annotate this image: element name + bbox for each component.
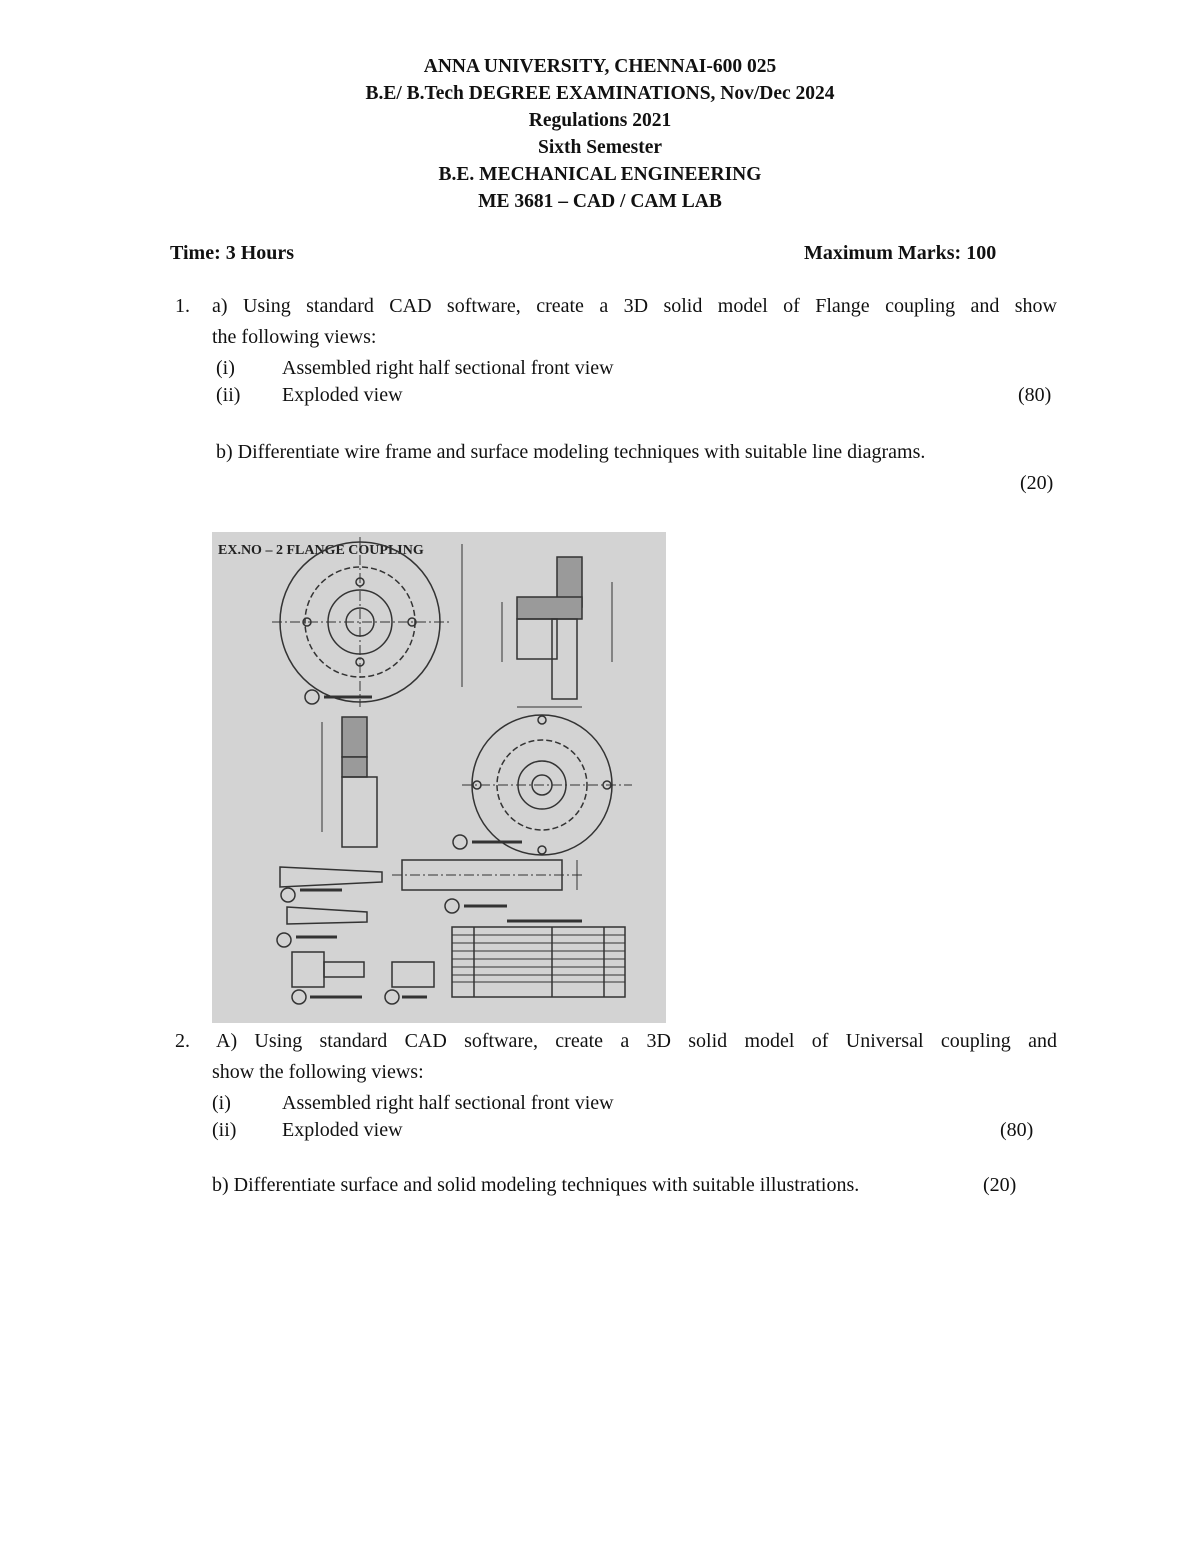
question-text: b) Differentiate surface and solid model… xyxy=(212,1174,860,1196)
view-text: Assembled right half sectional front vie… xyxy=(282,1092,614,1114)
marks: (20) xyxy=(983,1174,1017,1196)
question-text: show the following views: xyxy=(212,1061,424,1083)
question-text: b) Differentiate wire frame and surface … xyxy=(216,441,926,463)
marks: (80) xyxy=(1000,1119,1034,1141)
view-number: (ii) xyxy=(212,1119,237,1141)
view-number: (i) xyxy=(216,357,235,379)
branch: B.E. MECHANICAL ENGINEERING xyxy=(438,164,762,185)
view-text: Exploded view xyxy=(282,384,403,406)
view-number: (i) xyxy=(212,1092,231,1114)
flange-coupling-drawing: EX.NO – 2 FLANGE COUPLING xyxy=(212,532,666,1023)
marks: (20) xyxy=(1020,472,1054,494)
exam-title: B.E/ B.Tech DEGREE EXAMINATIONS, Nov/Dec… xyxy=(365,83,835,104)
semester: Sixth Semester xyxy=(537,137,663,158)
question-number: 2. xyxy=(175,1030,190,1052)
view-text: Exploded view xyxy=(282,1119,403,1141)
view-text: Assembled right half sectional front vie… xyxy=(282,357,614,379)
exam-time: Time: 3 Hours xyxy=(170,242,295,264)
question-number: 1. xyxy=(175,295,190,317)
figure-title: EX.NO – 2 FLANGE COUPLING xyxy=(218,543,424,558)
course-code: ME 3681 – CAD / CAM LAB xyxy=(478,191,722,212)
marks: (80) xyxy=(1018,384,1052,406)
regulations: Regulations 2021 xyxy=(528,110,672,131)
question-text: A) Using standard CAD software, create a… xyxy=(216,1030,1057,1052)
question-text: the following views: xyxy=(212,326,377,348)
question-text: a) Using standard CAD software, create a… xyxy=(212,295,1057,317)
view-number: (ii) xyxy=(216,384,241,406)
maximum-marks: Maximum Marks: 100 xyxy=(804,242,997,264)
university-name: ANNA UNIVERSITY, CHENNAI-600 025 xyxy=(423,56,777,77)
